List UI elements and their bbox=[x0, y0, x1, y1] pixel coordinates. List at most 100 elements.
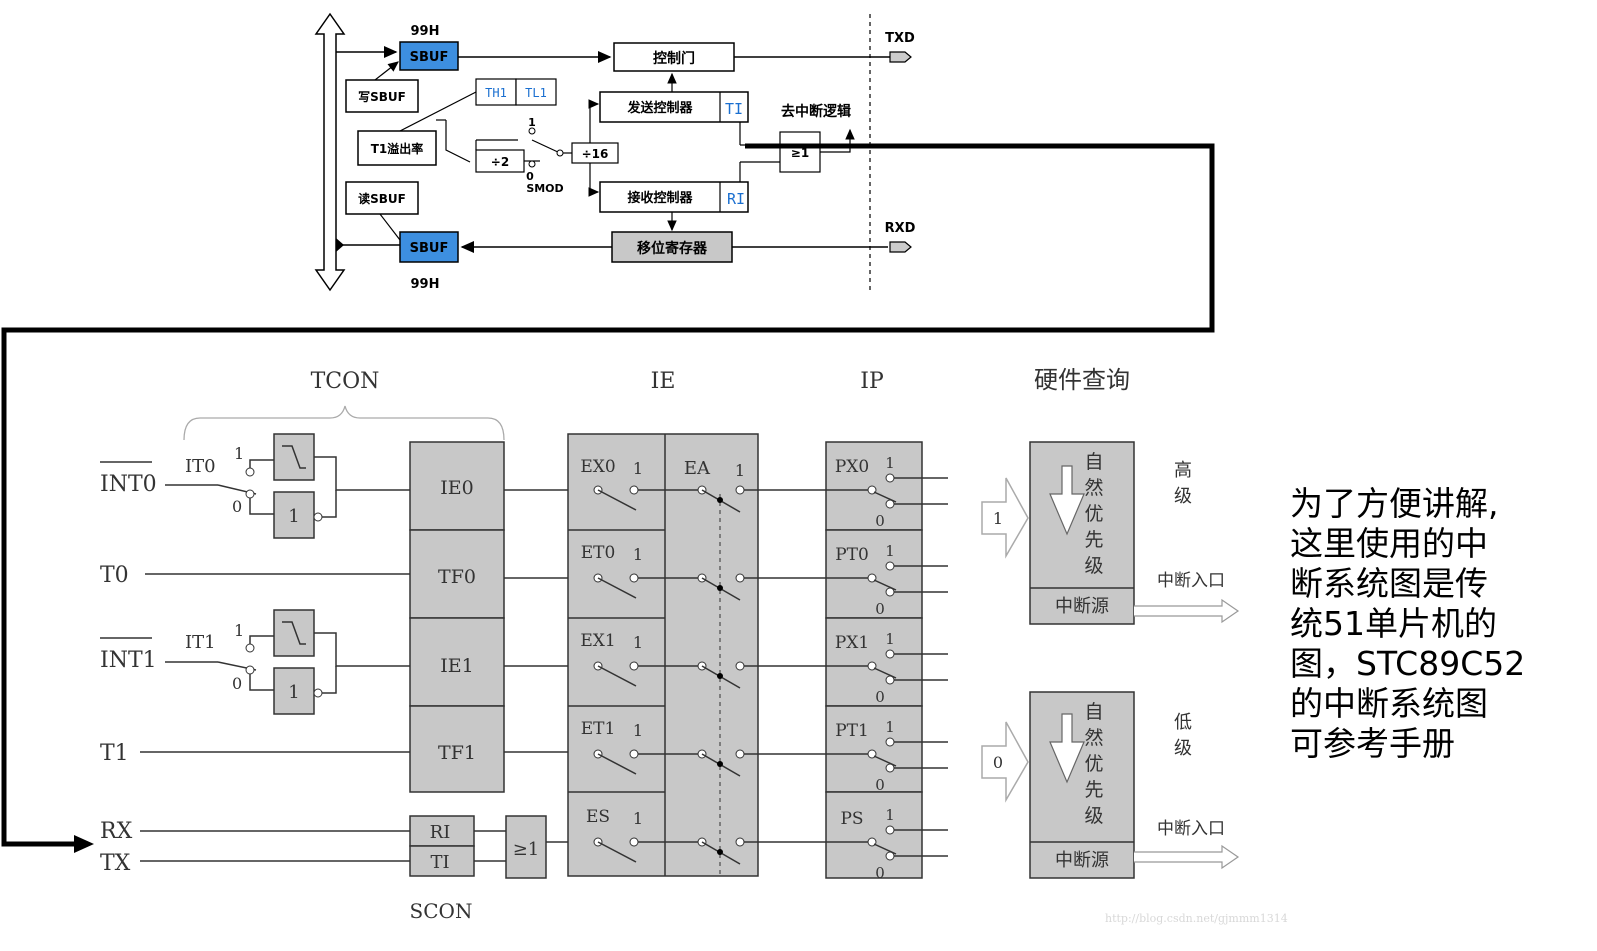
rxd-pin bbox=[889, 241, 912, 253]
t1-overflow-box bbox=[357, 130, 437, 166]
div16-label: ÷16 bbox=[582, 147, 609, 161]
ie-bit-ex1: EX1 bbox=[580, 631, 615, 651]
rx-controller-label: 接收控制器 bbox=[627, 190, 693, 206]
hw-query-low: 自 然 优 先 级 中断源 bbox=[1029, 691, 1135, 879]
priority-low-in: 0 bbox=[993, 753, 1003, 772]
ea-one: 1 bbox=[735, 461, 745, 480]
note-line: 这里使用的中 bbox=[1290, 524, 1488, 563]
smod-label: SMOD bbox=[526, 182, 563, 195]
tcon-header: TCON bbox=[311, 369, 380, 394]
tl1-label: TL1 bbox=[525, 86, 547, 100]
it1-one: 1 bbox=[234, 621, 244, 640]
read-sbuf-label: 读SBUF bbox=[358, 191, 406, 206]
ip-bit-zero: 0 bbox=[875, 600, 885, 618]
sbuf-tx-label: SBUF bbox=[410, 50, 449, 65]
th1-label: TH1 bbox=[485, 86, 507, 100]
ie-bit-es: ES bbox=[586, 807, 610, 827]
ip-header: IP bbox=[860, 369, 884, 394]
sbuf-rx-box bbox=[399, 231, 459, 263]
entry-arrow-low bbox=[1134, 844, 1240, 870]
natural-priority-high-4: 级 bbox=[1084, 555, 1103, 577]
it1-not: 1 bbox=[288, 682, 299, 703]
natural-priority-high-2: 优 bbox=[1084, 503, 1103, 525]
level-high-0: 高 bbox=[1174, 460, 1192, 481]
rxd-label: RXD bbox=[885, 221, 916, 236]
flag-ie1: IE1 bbox=[440, 655, 473, 677]
note-line: 图，STC89C52 bbox=[1290, 644, 1526, 683]
flag-ri: RI bbox=[430, 822, 451, 843]
ie-bit-one: 1 bbox=[633, 633, 643, 652]
it1-trigger: IT1 1 0 1 bbox=[165, 609, 410, 715]
flag-tf0: TF0 bbox=[438, 566, 476, 588]
ip-bit-pt0: PT0 bbox=[835, 545, 869, 565]
ip-bit-ps: PS bbox=[840, 809, 863, 829]
hw-query-header: 硬件查询 bbox=[1034, 366, 1130, 394]
smod-one: 1 bbox=[528, 116, 536, 129]
level-low-1: 级 bbox=[1174, 738, 1192, 759]
ip-bit-px0: PX0 bbox=[835, 457, 869, 477]
natural-priority-low-1: 然 bbox=[1084, 727, 1103, 749]
note-line: 可参考手册 bbox=[1290, 724, 1455, 763]
ip-bit-one: 1 bbox=[885, 806, 895, 824]
it0-label: IT0 bbox=[185, 456, 216, 477]
flag-ti: TI bbox=[430, 852, 449, 873]
interrupt-structure-diagram: TCON IE IP 硬件查询 IE0 TF0 IE1 TF1 RI TI SC… bbox=[100, 366, 1288, 925]
ip-bit-one: 1 bbox=[885, 630, 895, 648]
int-source-low: 中断源 bbox=[1055, 850, 1109, 871]
it0-not: 1 bbox=[288, 506, 299, 527]
entry-arrow-high bbox=[1134, 598, 1240, 624]
connector-arrow bbox=[1, 143, 1215, 847]
div2-label: ÷2 bbox=[491, 155, 509, 169]
input-int0: INT0 bbox=[100, 472, 157, 497]
uart-or-gate bbox=[779, 131, 821, 173]
ip-bit-zero: 0 bbox=[875, 776, 885, 794]
ie-bit-one: 1 bbox=[633, 721, 643, 740]
natural-priority-high-1: 然 bbox=[1084, 477, 1103, 499]
ip-bit-pt1: PT1 bbox=[835, 721, 869, 741]
priority-high-arrow bbox=[981, 477, 1029, 559]
tx-controller-label: 发送控制器 bbox=[626, 100, 693, 116]
flag-ie0: IE0 bbox=[440, 477, 473, 499]
it1-label: IT1 bbox=[185, 632, 216, 653]
ip-bit-zero: 0 bbox=[875, 512, 885, 530]
flag-or-gate: ≥1 bbox=[513, 839, 540, 860]
input-t1: T1 bbox=[100, 741, 129, 766]
rx-controller-box bbox=[599, 181, 749, 213]
it1-zero: 0 bbox=[232, 674, 242, 693]
note-line: 统51单片机的 bbox=[1290, 604, 1497, 643]
ie-bit-one: 1 bbox=[633, 459, 643, 478]
natural-priority-low-3: 先 bbox=[1084, 779, 1103, 801]
priority-high-in: 1 bbox=[993, 509, 1003, 528]
sbuf-tx-box bbox=[399, 41, 459, 71]
ie-bit-et1: ET1 bbox=[581, 719, 616, 739]
it0-zero: 0 bbox=[232, 497, 242, 516]
tl1-box bbox=[515, 78, 557, 106]
note-line: 的中断系统图 bbox=[1290, 684, 1488, 723]
shift-register-label: 移位寄存器 bbox=[637, 240, 708, 257]
div16-box bbox=[571, 142, 619, 164]
note-line: 为了方便讲解, bbox=[1290, 484, 1499, 523]
ip-bit-one: 1 bbox=[885, 454, 895, 472]
watermark: http://blog.csdn.net/gjmmm1314 bbox=[1105, 912, 1288, 925]
priority-low-arrow bbox=[981, 721, 1029, 803]
ip-bit-px1: PX1 bbox=[835, 633, 869, 653]
ip-bit-one: 1 bbox=[885, 718, 895, 736]
natural-priority-low-0: 自 bbox=[1084, 701, 1103, 723]
ie-header: IE bbox=[651, 369, 676, 394]
note-line: 断系统图是传 bbox=[1290, 564, 1488, 603]
natural-priority-low-2: 优 bbox=[1084, 753, 1103, 775]
ti-flag: TI bbox=[725, 100, 743, 118]
level-low-0: 低 bbox=[1174, 712, 1192, 733]
sbuf-rx-addr: 99H bbox=[411, 277, 440, 292]
write-sbuf-label: 写SBUF bbox=[358, 90, 406, 104]
ip-bit-zero: 0 bbox=[875, 688, 885, 706]
natural-priority-low-4: 级 bbox=[1084, 805, 1103, 827]
int-entry-low: 中断入口 bbox=[1157, 819, 1225, 839]
it0-trigger: IT0 1 0 1 bbox=[165, 433, 410, 539]
natural-priority-high-3: 先 bbox=[1084, 529, 1103, 551]
int-source-high: 中断源 bbox=[1055, 596, 1109, 617]
ip-bit-zero: 0 bbox=[875, 864, 885, 882]
control-gate-label: 控制门 bbox=[653, 50, 695, 67]
level-high-1: 级 bbox=[1174, 486, 1192, 507]
